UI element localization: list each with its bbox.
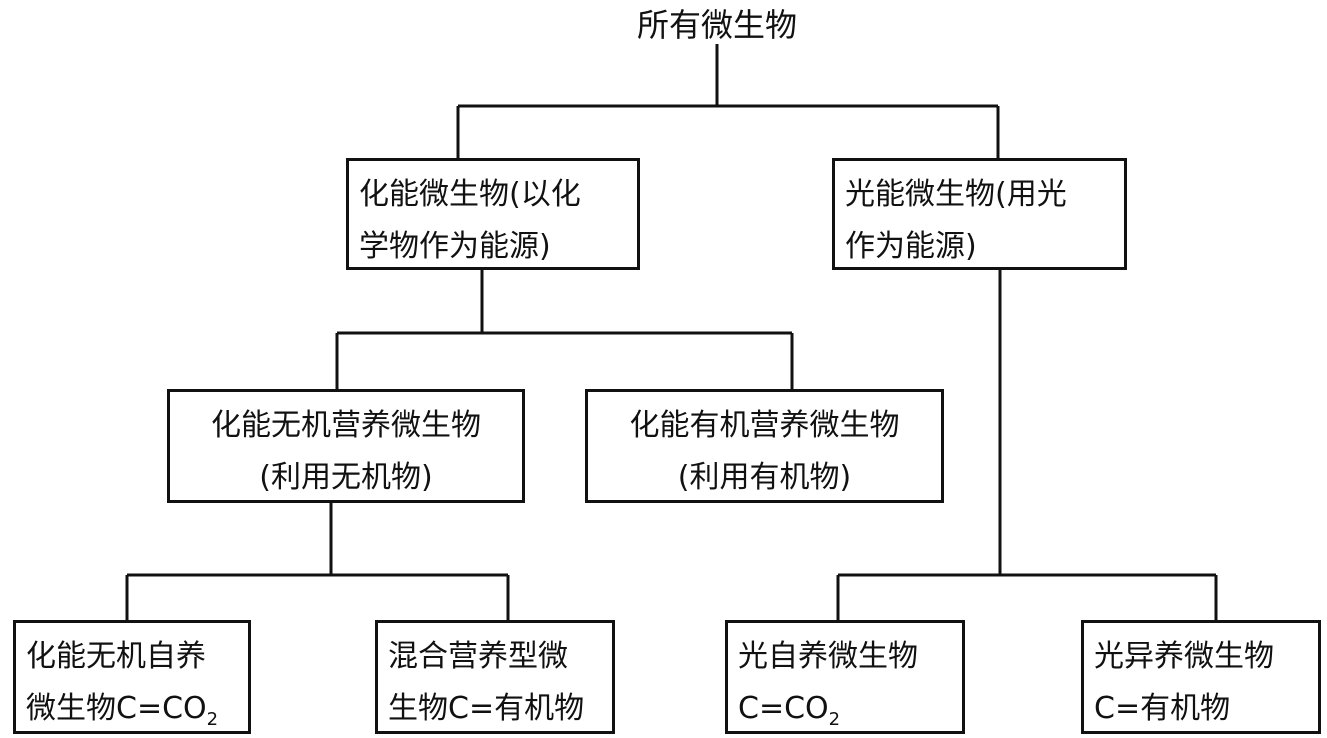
node-phototroph-line1: 光能微生物(用光 [845, 177, 1067, 212]
node-mixotroph-line2: 生物C=有机物 [388, 691, 585, 726]
node-chemoautotroph: 化能无机自养 微生物C=CO2 [13, 620, 251, 734]
node-photoautotroph: 光自养微生物 C=CO2 [725, 620, 965, 734]
node-chemoautotroph-line2: 微生物C=CO2 [26, 683, 238, 731]
co2-subscript: 2 [206, 709, 219, 730]
node-chemotroph-line1: 化能微生物(以化 [359, 177, 581, 212]
node-photoautotroph-line2: C=CO2 [738, 683, 952, 731]
co2-subscript: 2 [828, 709, 841, 730]
node-chemotroph-line2: 学物作为能源) [359, 229, 551, 264]
node-phototroph: 光能微生物(用光 作为能源) [832, 158, 1127, 270]
node-chemo-organic-line2: (利用有机物) [677, 460, 852, 495]
node-photoheterotroph-line2: C=有机物 [1094, 691, 1231, 726]
node-chemoautotroph-formula: 微生物C=CO [26, 691, 207, 726]
node-phototroph-line2: 作为能源) [845, 229, 977, 264]
node-chemo-inorganic: 化能无机营养微生物 (利用无机物) [167, 389, 525, 503]
node-photoautotroph-line1: 光自养微生物 [738, 639, 918, 674]
node-chemo-organic-line1: 化能有机营养微生物 [629, 408, 900, 443]
node-photoheterotroph-line1: 光异养微生物 [1094, 639, 1274, 674]
node-root: 所有微生物 [582, 4, 852, 46]
node-chemo-organic: 化能有机营养微生物 (利用有机物) [585, 389, 944, 503]
node-photoautotroph-formula: C=CO [738, 691, 829, 726]
node-chemo-inorganic-line2: (利用无机物) [259, 460, 433, 495]
node-mixotroph: 混合营养型微 生物C=有机物 [375, 620, 615, 734]
node-chemo-inorganic-line1: 化能无机营养微生物 [211, 408, 481, 443]
node-root-label: 所有微生物 [636, 6, 797, 44]
node-photoheterotroph: 光异养微生物 C=有机物 [1081, 620, 1321, 734]
node-chemoautotroph-line1: 化能无机自养 [26, 639, 206, 674]
node-chemotroph: 化能微生物(以化 学物作为能源) [346, 158, 640, 270]
node-mixotroph-line1: 混合营养型微 [388, 639, 568, 674]
